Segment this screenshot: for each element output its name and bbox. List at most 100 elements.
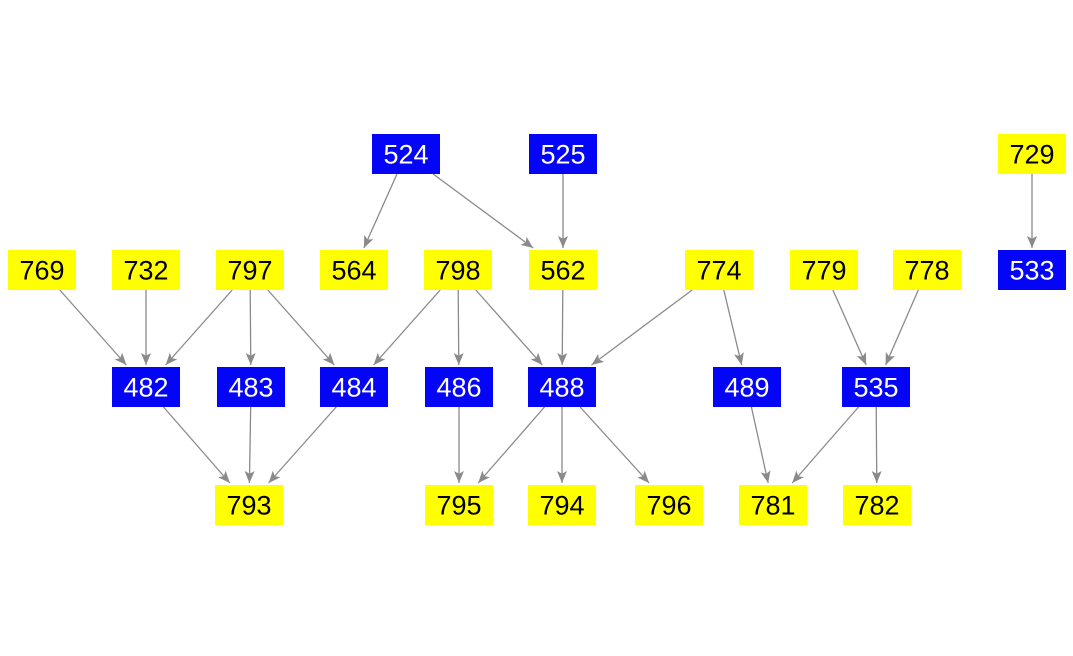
node-box-782 <box>843 485 911 525</box>
node-label-533: 533 <box>1009 256 1054 286</box>
graph-node-794: 794 <box>528 485 596 525</box>
graph-node-525: 525 <box>529 134 597 174</box>
node-box-488 <box>528 367 596 407</box>
node-label-795: 795 <box>436 491 481 521</box>
node-label-732: 732 <box>123 256 168 286</box>
graph-node-524: 524 <box>372 134 440 174</box>
graph-node-488: 488 <box>528 367 596 407</box>
graph-node-779: 779 <box>790 250 858 290</box>
edge-488-795 <box>477 406 545 484</box>
edge-483-793 <box>244 406 255 484</box>
edge-774-489 <box>723 289 744 366</box>
edge-778-535 <box>885 289 919 366</box>
graph-node-535: 535 <box>842 367 910 407</box>
node-label-562: 562 <box>540 256 585 286</box>
node-label-564: 564 <box>331 256 376 286</box>
node-label-782: 782 <box>854 491 899 521</box>
node-box-482 <box>112 367 180 407</box>
node-label-525: 525 <box>540 140 585 170</box>
node-box-779 <box>790 250 858 290</box>
node-box-797 <box>216 250 284 290</box>
node-label-489: 489 <box>724 373 769 403</box>
graph-node-732: 732 <box>112 250 180 290</box>
graph-node-562: 562 <box>529 250 597 290</box>
node-label-486: 486 <box>436 373 481 403</box>
node-box-778 <box>893 250 961 290</box>
node-box-793 <box>215 485 283 525</box>
node-label-778: 778 <box>904 256 949 286</box>
graph-node-797: 797 <box>216 250 284 290</box>
edge-797-483 <box>245 289 256 366</box>
node-box-794 <box>528 485 596 525</box>
edge-524-564 <box>363 173 398 249</box>
node-box-795 <box>425 485 493 525</box>
node-label-484: 484 <box>331 373 376 403</box>
node-box-486 <box>425 367 493 407</box>
graph-node-774: 774 <box>685 250 753 290</box>
node-label-779: 779 <box>801 256 846 286</box>
graph-node-486: 486 <box>425 367 493 407</box>
node-label-793: 793 <box>226 491 271 521</box>
edge-798-486 <box>453 289 464 366</box>
graph-node-782: 782 <box>843 485 911 525</box>
node-label-524: 524 <box>383 140 428 170</box>
node-label-797: 797 <box>227 256 272 286</box>
graph-node-769: 769 <box>8 250 76 290</box>
graph-node-795: 795 <box>425 485 493 525</box>
edge-482-793 <box>163 406 231 484</box>
edge-489-781 <box>750 406 771 484</box>
node-label-796: 796 <box>646 491 691 521</box>
node-label-774: 774 <box>696 256 741 286</box>
graph-node-484: 484 <box>320 367 388 407</box>
graph-node-483: 483 <box>217 367 285 407</box>
node-label-488: 488 <box>539 373 584 403</box>
node-box-564 <box>320 250 388 290</box>
node-box-798 <box>424 250 492 290</box>
graph-node-489: 489 <box>713 367 781 407</box>
edge-798-484 <box>373 289 441 366</box>
edge-535-781 <box>791 406 859 484</box>
edge-484-793 <box>268 406 337 484</box>
edge-797-482 <box>165 289 233 366</box>
node-box-525 <box>529 134 597 174</box>
node-box-562 <box>529 250 597 290</box>
node-label-482: 482 <box>123 373 168 403</box>
node-label-535: 535 <box>853 373 898 403</box>
edge-524-562 <box>432 173 534 249</box>
node-box-533 <box>998 250 1066 290</box>
graph-node-798: 798 <box>424 250 492 290</box>
edge-798-488 <box>475 289 543 366</box>
edge-535-782 <box>871 406 882 484</box>
edge-562-488 <box>557 289 568 366</box>
graph-node-781: 781 <box>739 485 807 525</box>
node-box-769 <box>8 250 76 290</box>
node-box-774 <box>685 250 753 290</box>
node-box-524 <box>372 134 440 174</box>
edge-797-484 <box>267 289 335 366</box>
node-label-794: 794 <box>539 491 584 521</box>
graph-node-793: 793 <box>215 485 283 525</box>
node-box-483 <box>217 367 285 407</box>
edge-779-535 <box>832 289 867 366</box>
node-box-535 <box>842 367 910 407</box>
node-box-729 <box>998 134 1066 174</box>
node-box-484 <box>320 367 388 407</box>
graph-node-564: 564 <box>320 250 388 290</box>
edge-769-482 <box>59 289 127 366</box>
node-label-781: 781 <box>750 491 795 521</box>
node-box-796 <box>635 485 703 525</box>
node-label-729: 729 <box>1009 140 1054 170</box>
graph-node-796: 796 <box>635 485 703 525</box>
node-label-483: 483 <box>228 373 273 403</box>
node-box-781 <box>739 485 807 525</box>
node-label-769: 769 <box>19 256 64 286</box>
node-box-489 <box>713 367 781 407</box>
graph-node-778: 778 <box>893 250 961 290</box>
node-box-732 <box>112 250 180 290</box>
edge-774-488 <box>591 289 693 366</box>
graph-node-482: 482 <box>112 367 180 407</box>
node-label-798: 798 <box>435 256 480 286</box>
graph-node-729: 729 <box>998 134 1066 174</box>
